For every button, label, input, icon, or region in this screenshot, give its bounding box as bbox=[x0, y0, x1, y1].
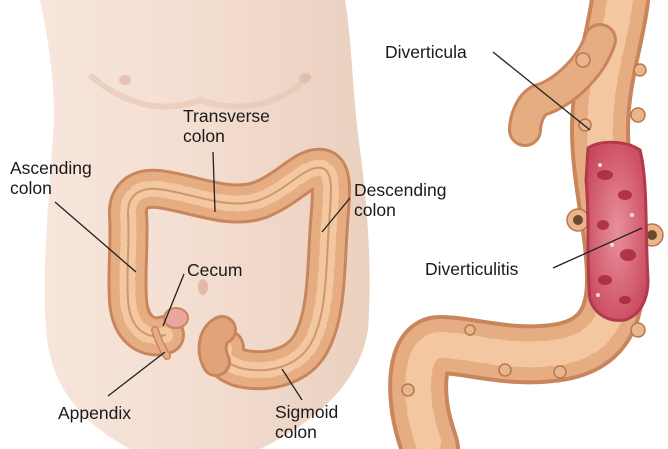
label-sigmoid-colon: Sigmoid colon bbox=[275, 402, 338, 442]
label-diverticula: Diverticula bbox=[385, 42, 467, 62]
label-ascending-colon: Ascending colon bbox=[10, 158, 92, 198]
label-diverticulitis: Diverticulitis bbox=[425, 259, 518, 279]
label-transverse-colon: Transverse colon bbox=[183, 106, 270, 146]
navel bbox=[198, 279, 208, 295]
label-appendix: Appendix bbox=[58, 403, 131, 423]
label-descending-colon: Descending colon bbox=[354, 180, 446, 220]
diverticulitis-section bbox=[586, 142, 648, 320]
left-nipple bbox=[119, 75, 131, 85]
right-nipple bbox=[299, 73, 311, 83]
label-cecum: Cecum bbox=[187, 260, 242, 280]
